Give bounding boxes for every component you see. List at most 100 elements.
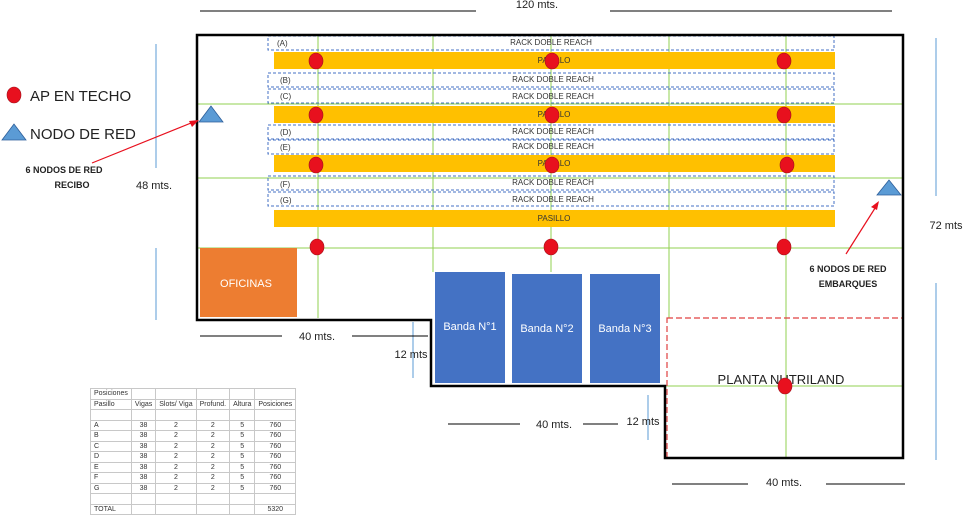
- table-cell: 760: [254, 482, 297, 494]
- table-cell: 760: [254, 451, 297, 463]
- table-cell: G: [90, 482, 132, 494]
- table-cell: 5: [229, 461, 256, 473]
- legend-node-label: NODO DE RED: [30, 126, 136, 143]
- table-cell: 5: [229, 451, 256, 463]
- table-header: Altura: [229, 398, 256, 410]
- aisle-4: [274, 210, 835, 227]
- table-row: E 38 2 2 5 760: [90, 461, 297, 473]
- top-dimension: 120 mts.: [200, 0, 892, 12]
- ap-dot: [308, 156, 324, 174]
- table-cell: 760: [254, 430, 297, 442]
- ap-dot: [544, 156, 560, 174]
- offices-area: OFICINAS: [200, 248, 297, 317]
- table-row: D 38 2 2 5 760: [90, 451, 297, 463]
- rack-g-letter: (G): [280, 196, 292, 205]
- positions-table: Posiciones Pasillo Vigas Slots/ Viga Pro…: [90, 388, 297, 515]
- table-cell: D: [90, 451, 132, 463]
- offices-dimension-label: 40 mts.: [299, 331, 335, 343]
- ap-dot: [779, 156, 795, 174]
- table-cell: 2: [155, 472, 197, 484]
- left-dimension: 48 mts.: [136, 44, 172, 320]
- table-cell: 38: [130, 482, 157, 494]
- receiving-callout-line1: 6 NODOS DE RED: [25, 165, 103, 175]
- table-cell: 38: [130, 430, 157, 442]
- ap-dot: [776, 52, 792, 70]
- table-cell: 5: [229, 472, 256, 484]
- table-caption: Posiciones: [90, 388, 132, 400]
- rack-g-label: RACK DOBLE REACH: [512, 195, 594, 204]
- ap-dot: [544, 106, 560, 124]
- bands-dimension: 40 mts.: [448, 419, 618, 431]
- shipping-callout-line2: EMBARQUES: [819, 279, 878, 289]
- receiving-callout: 6 NODOS DE RED RECIBO: [25, 120, 199, 190]
- top-dimension-label: 120 mts.: [516, 0, 558, 11]
- table-cell: 2: [195, 451, 231, 463]
- table-row: F 38 2 2 5 760: [90, 472, 297, 484]
- table-cell: 5: [229, 430, 256, 442]
- rack-b: [267, 72, 835, 88]
- aisle-4-label: PASILLO: [538, 214, 571, 223]
- rack-b-label: RACK DOBLE REACH: [512, 75, 594, 84]
- rack-e-label: RACK DOBLE REACH: [512, 142, 594, 151]
- table-total-row: TOTAL 5320: [90, 503, 297, 515]
- ap-dot: [776, 106, 792, 124]
- table-cell: F: [90, 472, 132, 484]
- band-3: [590, 274, 660, 383]
- table-cell: 760: [254, 419, 297, 431]
- table-cell: 2: [155, 451, 197, 463]
- left-dimension-label: 48 mts.: [136, 180, 172, 192]
- table-cell: 2: [195, 472, 231, 484]
- rack-c: [267, 88, 835, 104]
- rack-f: [267, 175, 835, 191]
- table-row: B 38 2 2 5 760: [90, 430, 297, 442]
- table-cell: 2: [195, 482, 231, 494]
- band-1: [435, 272, 505, 383]
- rack-f-letter: (F): [280, 180, 291, 189]
- table-total-label: TOTAL: [90, 503, 132, 515]
- table-cell: B: [90, 430, 132, 442]
- offices-dimension: 40 mts.: [200, 331, 428, 343]
- table-caption-row: Posiciones: [90, 388, 297, 400]
- table-cell: A: [90, 419, 132, 431]
- table-cell: 2: [155, 440, 197, 452]
- table-cell: C: [90, 440, 132, 452]
- table-cell: 2: [155, 430, 197, 442]
- plant-step-label: 12 mts: [626, 416, 660, 428]
- table-cell: E: [90, 461, 132, 473]
- table-cell: 38: [130, 451, 157, 463]
- table-cell: 760: [254, 472, 297, 484]
- rack-c-letter: (C): [280, 92, 291, 101]
- table-row: G 38 2 2 5 760: [90, 482, 297, 494]
- table-header-row: Pasillo Vigas Slots/ Viga Profund. Altur…: [90, 398, 297, 410]
- band-3-label: Banda N°3: [598, 323, 651, 335]
- band-2-label: Banda N°2: [520, 323, 573, 335]
- table-header: Profund.: [195, 398, 231, 410]
- legend-ap-dot: [6, 86, 22, 104]
- table-header: Slots/ Viga: [155, 398, 197, 410]
- network-node-triangle: [198, 105, 224, 123]
- table-cell: 760: [254, 440, 297, 452]
- shipping-callout: 6 NODOS DE RED EMBARQUES: [809, 201, 887, 289]
- table-cell: 2: [155, 461, 197, 473]
- table-cell: 2: [155, 419, 197, 431]
- rack-e: [267, 139, 835, 155]
- bands-dimension-label: 40 mts.: [536, 419, 572, 431]
- rack-b-letter: (B): [280, 76, 291, 85]
- network-node-triangle: [876, 179, 902, 196]
- rack-d-letter: (D): [280, 128, 291, 137]
- plant-dimension: 40 mts.: [672, 477, 905, 489]
- receiving-callout-line2: RECIBO: [54, 180, 89, 190]
- aisles: PASILLO PASILLO PASILLO PASILLO: [274, 52, 835, 227]
- table-cell: 38: [130, 419, 157, 431]
- rack-a-label: RACK DOBLE REACH: [510, 38, 592, 47]
- table-total-value: 5320: [254, 503, 297, 515]
- table-header: Posiciones: [254, 398, 297, 410]
- table-cell: 38: [130, 472, 157, 484]
- table-header: Vigas: [130, 398, 157, 410]
- rack-f-label: RACK DOBLE REACH: [512, 178, 594, 187]
- bands-step-label: 12 mts: [394, 349, 428, 361]
- rack-d: [267, 124, 835, 140]
- ap-dot: [777, 377, 793, 395]
- legend: AP EN TECHO NODO DE RED: [1, 86, 136, 143]
